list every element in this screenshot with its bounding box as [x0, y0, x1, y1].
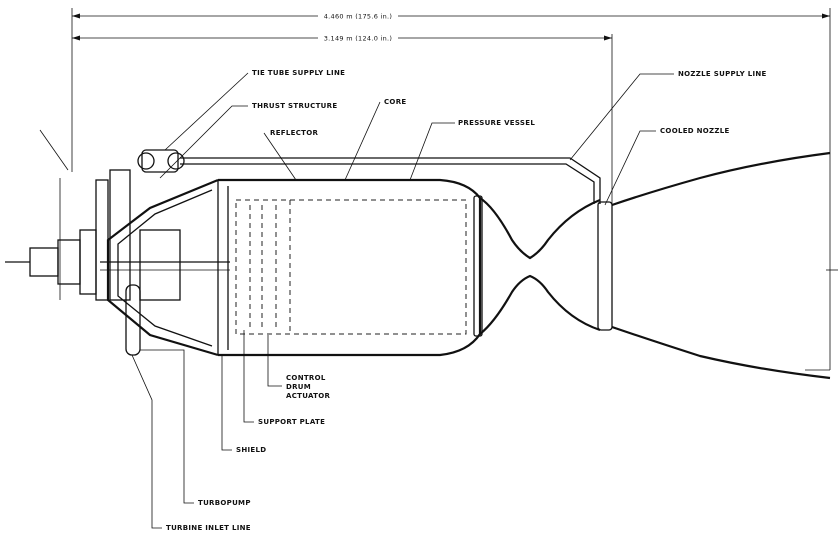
cooled-nozzle	[611, 151, 831, 207]
svg-text:CONTROL: CONTROL	[286, 374, 326, 382]
inner-dimension-label: 3.149 m (124.0 in.)	[324, 35, 393, 43]
overall-dimension: 4.460 m (175.6 in.)	[71, 8, 831, 370]
label-cooled-nozzle: COOLED NOZZLE	[604, 127, 730, 206]
svg-text:REFLECTOR: REFLECTOR	[270, 129, 318, 137]
engine-body	[217, 151, 831, 380]
svg-text:DRUM: DRUM	[286, 383, 311, 391]
label-shield: SHIELD	[221, 355, 266, 454]
pressure-vessel	[218, 178, 482, 357]
svg-text:TIE TUBE SUPPLY LINE: TIE TUBE SUPPLY LINE	[252, 69, 345, 77]
nozzle-flange	[597, 201, 613, 331]
label-tie-tube-supply-line: TIE TUBE SUPPLY LINE	[164, 69, 345, 151]
svg-text:CORE: CORE	[384, 98, 406, 106]
label-pressure-vessel: PRESSURE VESSEL	[409, 119, 535, 181]
label-control-drum-actuator: CONTROL DRUM ACTUATOR	[267, 335, 330, 400]
nozzle-supply-line	[180, 157, 601, 204]
svg-text:TURBINE INLET LINE: TURBINE INLET LINE	[166, 524, 251, 532]
label-turbopump: TURBOPUMP	[140, 349, 251, 507]
svg-text:SHIELD: SHIELD	[236, 446, 266, 454]
label-reflector: REFLECTOR	[263, 129, 318, 181]
label-thrust-structure: THRUST STRUCTURE	[159, 102, 337, 179]
label-turbine-inlet-line: TURBINE INLET LINE	[131, 354, 251, 532]
svg-text:TURBOPUMP: TURBOPUMP	[198, 499, 251, 507]
label-nozzle-supply-line: NOZZLE SUPPLY LINE	[569, 70, 767, 161]
svg-text:PRESSURE VESSEL: PRESSURE VESSEL	[458, 119, 535, 127]
engine-inlet	[5, 129, 97, 300]
svg-text:SUPPORT PLATE: SUPPORT PLATE	[258, 418, 325, 426]
inner-dimension: 3.149 m (124.0 in.)	[72, 34, 613, 205]
label-support-plate: SUPPORT PLATE	[243, 330, 325, 426]
label-core: CORE	[344, 98, 406, 181]
svg-text:ACTUATOR: ACTUATOR	[286, 392, 330, 400]
svg-text:NOZZLE SUPPLY LINE: NOZZLE SUPPLY LINE	[678, 70, 767, 78]
overall-dimension-label: 4.460 m (175.6 in.)	[324, 13, 393, 21]
svg-text:THRUST STRUCTURE: THRUST STRUCTURE	[252, 102, 337, 110]
svg-text:COOLED NOZZLE: COOLED NOZZLE	[660, 127, 730, 135]
shield-assembly	[100, 178, 230, 357]
core	[235, 199, 467, 335]
